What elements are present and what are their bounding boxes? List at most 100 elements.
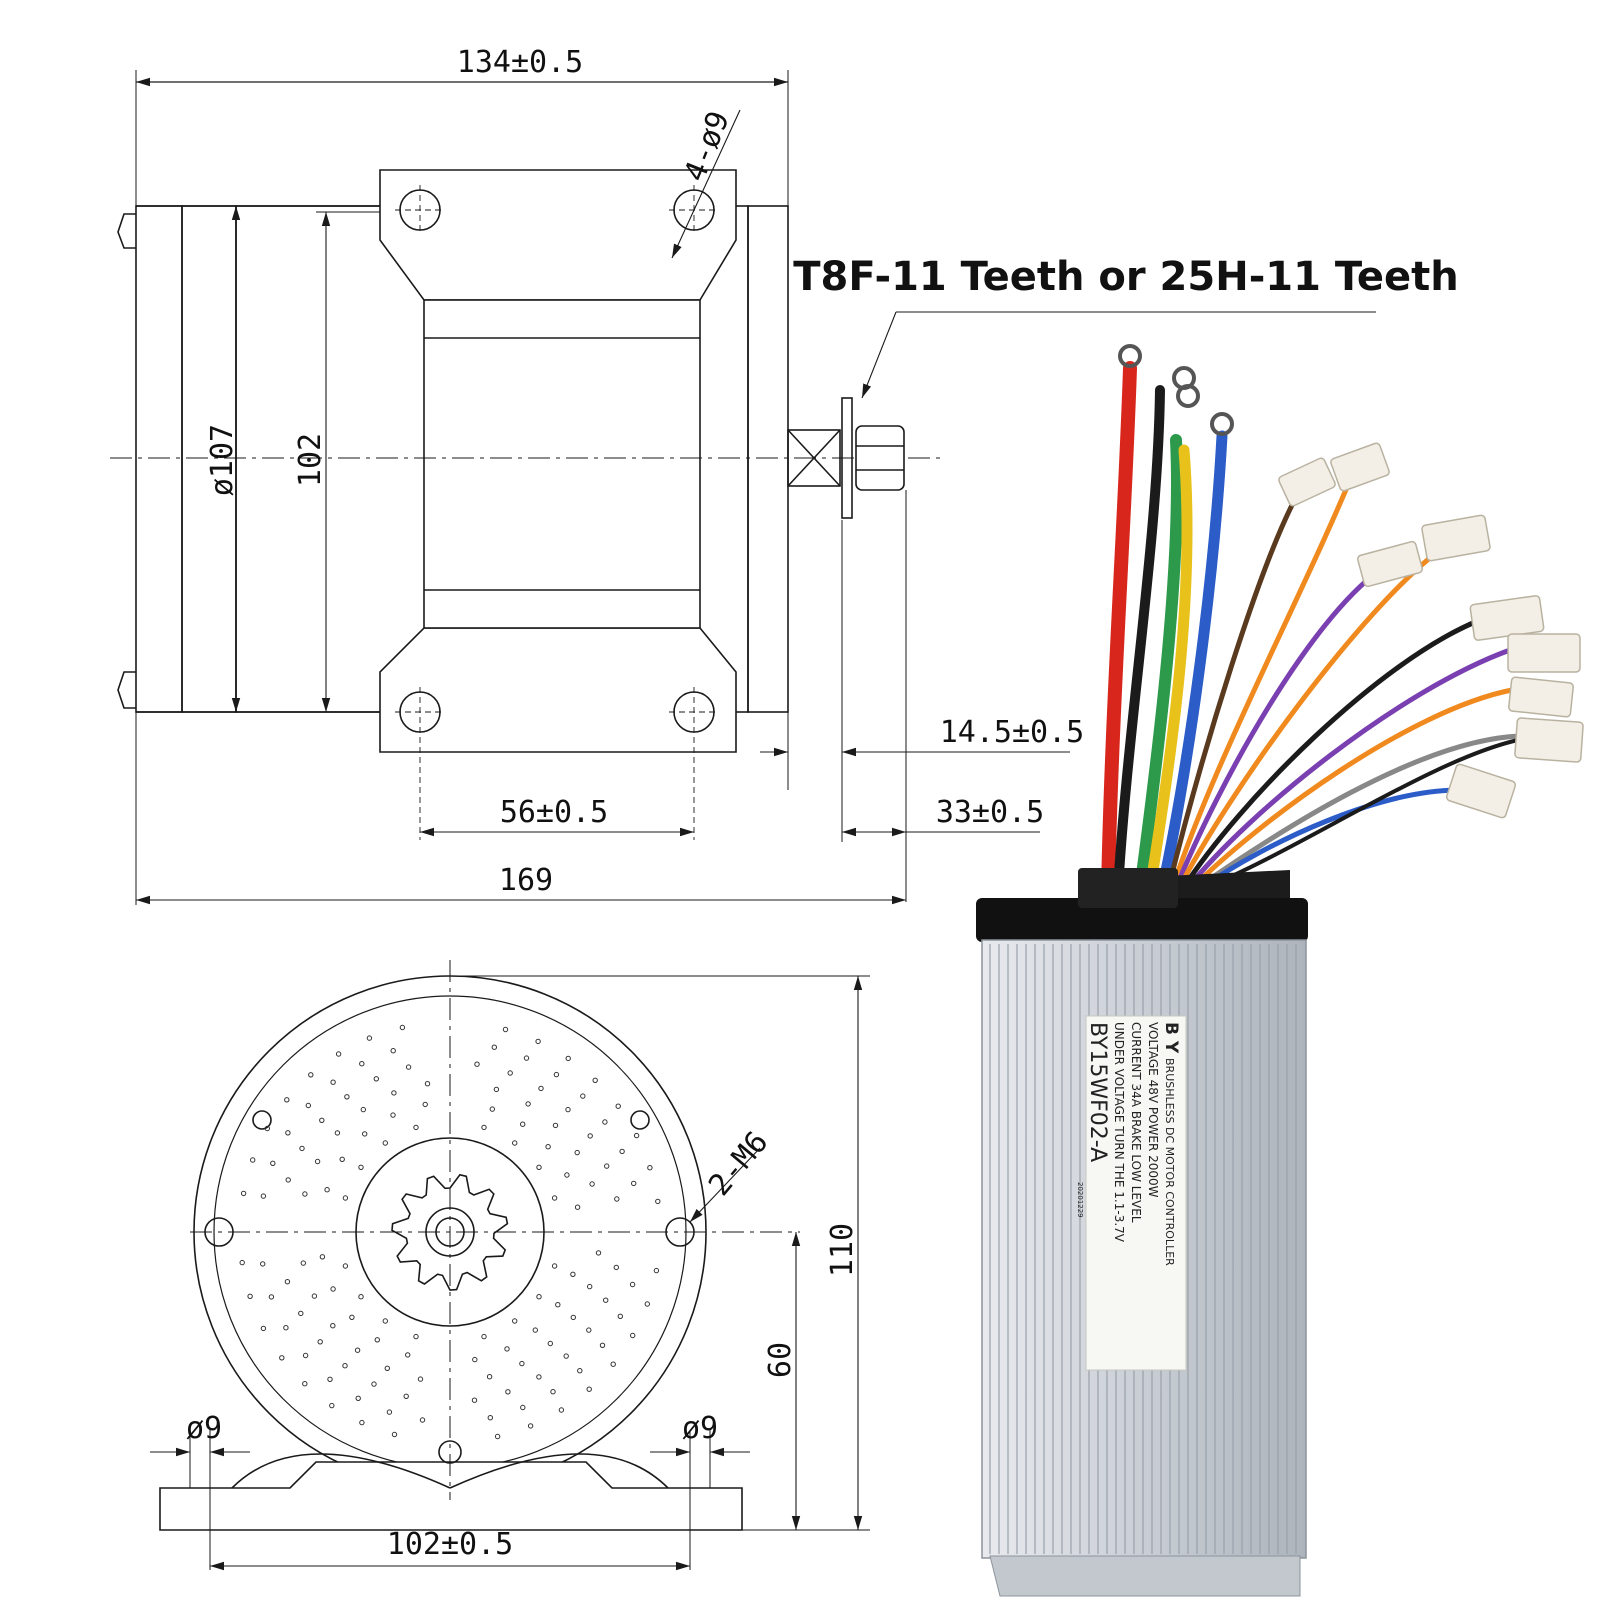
vent-hole <box>570 1314 576 1321</box>
motor-controller: B Y BRUSHLESS DC MOTOR CONTROLLER VOLTAG… <box>976 344 1584 1597</box>
vent-hole <box>471 1397 478 1403</box>
bolt-top-left <box>117 213 136 249</box>
vent-hole <box>493 1086 500 1093</box>
vent-hole <box>619 1148 625 1155</box>
vent-hole <box>358 1164 364 1171</box>
controller-wire <box>1172 567 1383 893</box>
controller-wire <box>1198 738 1520 892</box>
controller-wires <box>1101 361 1523 897</box>
vent-hole <box>299 1145 305 1152</box>
wire-gland <box>1078 868 1178 908</box>
vent-hole <box>403 1393 409 1400</box>
vent-hole <box>565 1055 571 1062</box>
vent-hole <box>589 1181 595 1187</box>
vent-hole <box>491 1044 497 1050</box>
motor-end-cap-left <box>135 205 183 713</box>
vent-hole <box>512 1318 518 1324</box>
vent-hole <box>629 1281 636 1288</box>
controller-label <box>1085 1015 1187 1371</box>
vent-hole <box>520 1404 526 1411</box>
vent-hole <box>486 1374 493 1380</box>
bolt-bottom-left <box>117 671 136 709</box>
vent-hole <box>359 1419 365 1426</box>
vent-hole <box>523 1055 530 1061</box>
vent-hole <box>285 1130 291 1136</box>
vent-hole <box>610 1361 616 1367</box>
sprocket-profile <box>841 397 853 519</box>
vent-hole <box>302 1381 308 1387</box>
sprocket-callout: T8F-11 Teeth or 25H-11 Teeth <box>793 254 1458 300</box>
vent-hole <box>329 1402 335 1409</box>
vent-hole <box>240 1190 247 1197</box>
vent-hole <box>417 1376 424 1382</box>
vent-hole <box>302 1191 308 1197</box>
label-line-2: VOLTAGE 48V POWER 2000W <box>1146 1022 1160 1198</box>
vent-hole <box>324 1187 330 1193</box>
vent-hole <box>512 1140 518 1146</box>
vent-hole <box>268 1294 275 1300</box>
vent-hole <box>355 1395 361 1402</box>
vent-hole <box>284 1097 290 1103</box>
vent-hole <box>474 1061 480 1067</box>
vent-hole <box>247 1293 253 1300</box>
vent-hole <box>330 1079 336 1085</box>
vent-hole <box>285 1177 291 1183</box>
vent-hole <box>644 1301 650 1307</box>
vent-hole <box>422 1101 428 1108</box>
label-line-3: CURRENT 34A BRAKE LOW LEVEL <box>1129 1022 1143 1223</box>
vent-hole <box>615 1103 621 1109</box>
vent-hole <box>535 1038 541 1045</box>
motor-core <box>423 299 701 629</box>
vent-hole <box>574 1149 580 1156</box>
vent-hole <box>481 1124 487 1131</box>
sprocket-teeth <box>391 1173 509 1291</box>
shaft-nut <box>855 425 905 491</box>
controller-top-cap <box>976 898 1308 942</box>
dim-hole-right: ø9 <box>682 1411 718 1446</box>
vent-hole <box>305 1102 311 1109</box>
vent-hole <box>284 1279 291 1285</box>
vent-hole <box>552 1122 559 1129</box>
vent-hole <box>270 1160 276 1167</box>
vent-hole <box>631 1180 637 1187</box>
vent-hole <box>630 1332 636 1339</box>
motor-end-cap-right <box>747 205 789 713</box>
vent-hole <box>577 1368 583 1374</box>
vent-hole <box>587 1133 593 1139</box>
vent-hole <box>603 1297 609 1303</box>
vent-hole <box>319 1254 326 1260</box>
vent-hole <box>344 1094 350 1100</box>
vent-hole <box>481 1333 487 1340</box>
vent-hole <box>655 1198 661 1205</box>
wire-connectors <box>1278 442 1584 819</box>
vent-hole <box>487 1415 493 1421</box>
vent-hole <box>349 1314 355 1321</box>
vent-hole <box>502 1026 509 1033</box>
vent-hole <box>308 1072 314 1078</box>
vent-hole <box>390 1048 396 1054</box>
controller-wire <box>1134 434 1183 896</box>
vent-hole <box>647 1165 653 1171</box>
dim-height-110: 110 <box>825 1223 860 1277</box>
dim-offset-14-5: 14.5±0.5 <box>940 715 1085 750</box>
vent-hole <box>551 1263 558 1269</box>
vent-hole <box>555 1302 561 1308</box>
vent-hole <box>602 1119 608 1125</box>
vent-hole <box>391 1090 397 1096</box>
vent-hole <box>599 1342 606 1349</box>
vent-hole <box>563 1353 569 1359</box>
controller-wire <box>1183 647 1513 893</box>
dim-height-60: 60 <box>763 1342 798 1378</box>
vent-hole <box>472 1356 478 1363</box>
vent-hole <box>424 1081 431 1087</box>
vent-hole <box>614 1196 620 1202</box>
vent-hole <box>319 1117 325 1124</box>
shaft-key <box>787 429 841 487</box>
vent-hole <box>260 1325 267 1332</box>
vent-hole <box>239 1259 245 1266</box>
motor-base <box>159 1461 743 1531</box>
vent-hole <box>390 1112 396 1118</box>
vent-hole <box>339 1156 345 1163</box>
vent-hole <box>298 1310 304 1317</box>
vent-hole <box>489 1106 495 1112</box>
